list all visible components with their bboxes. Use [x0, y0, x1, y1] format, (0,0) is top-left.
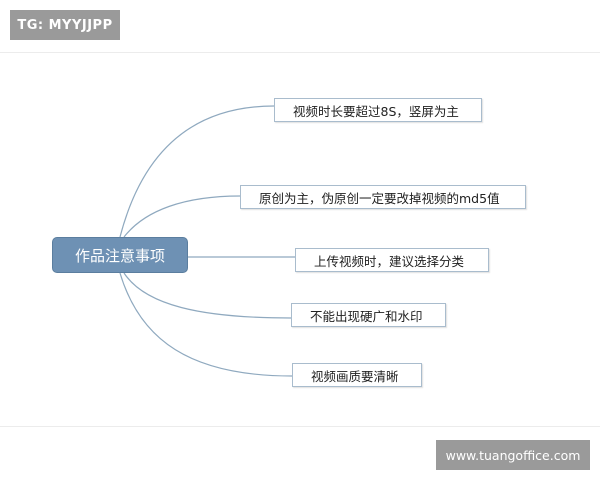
- mindmap-branch-node: 原创为主，伪原创一定要改掉视频的md5值: [240, 185, 526, 209]
- mindmap-branch-node: 视频时长要超过8S，竖屏为主: [274, 98, 482, 122]
- mindmap-branch-node: 视频画质要清晰: [292, 363, 422, 387]
- watermark-bottom: www.tuangoffice.com: [436, 440, 590, 470]
- connector-branch-4: [123, 272, 292, 319]
- top-divider: [0, 52, 600, 53]
- connector-branch-5: [119, 272, 293, 377]
- mindmap-root-node: 作品注意事项: [52, 237, 188, 273]
- connector-branch-1: [119, 105, 275, 238]
- mindmap-branch-node: 不能出现硬广和水印: [291, 303, 446, 327]
- watermark-top: TG: MYYJJPP: [10, 10, 120, 40]
- mindmap-branch-node: 上传视频时，建议选择分类: [295, 248, 489, 272]
- bottom-divider: [0, 426, 600, 427]
- connector-branch-2: [123, 195, 241, 238]
